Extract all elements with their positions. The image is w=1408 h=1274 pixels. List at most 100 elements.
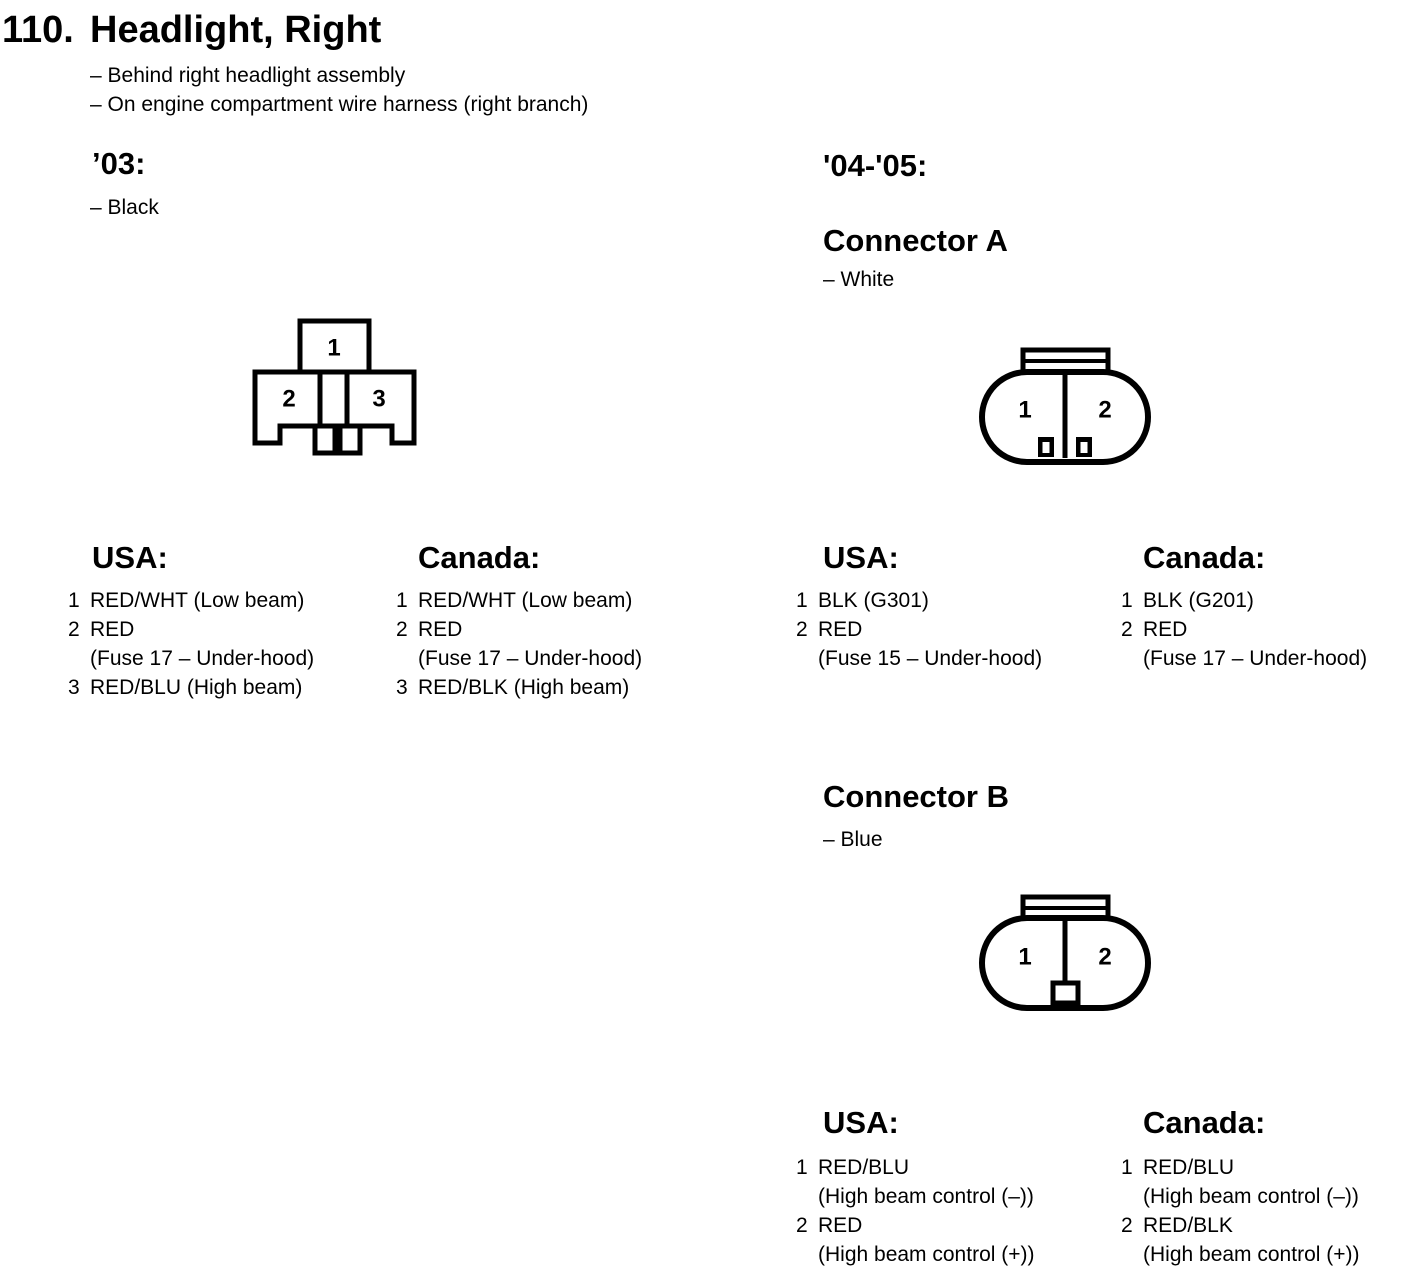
pin-wire: RED/BLK (High beam): [418, 676, 630, 699]
pin-wire: RED: [90, 618, 135, 641]
connector-a-color-note: – White: [823, 268, 895, 291]
pin-row: 1 RED/WHT (Low beam): [396, 586, 642, 615]
pin1-cavity: [297, 318, 372, 375]
pin-number: 2: [68, 618, 80, 641]
pin-wire: BLK (G201): [1143, 589, 1254, 612]
connector-b-diagram: 1 2: [979, 894, 1151, 1011]
pin-label-2: 2: [1098, 397, 1111, 424]
pin-row: (High beam control (+)): [796, 1240, 1035, 1269]
pin-row: 3 RED/BLK (High beam): [396, 673, 642, 702]
pin-row: (High beam control (+)): [1121, 1240, 1360, 1269]
pin-number: 1: [396, 589, 408, 612]
pin-row: (High beam control (–)): [1121, 1182, 1360, 1211]
pin-number: 1: [1121, 1156, 1133, 1179]
connector-body: [252, 369, 417, 456]
pin-wire: (High beam control (+)): [818, 1243, 1035, 1266]
pin-wire: RED/WHT (Low beam): [90, 589, 305, 612]
pin-row: 1 BLK (G201): [1121, 586, 1367, 615]
pin-label-3: 3: [372, 386, 385, 413]
location-note: – Behind right headlight assembly: [90, 64, 406, 87]
pin-wire: RED/WHT (Low beam): [418, 589, 633, 612]
pin-row: 3 RED/BLU (High beam): [68, 673, 314, 702]
left-prong-slot: [320, 429, 330, 449]
connector-b-heading: Connector B: [823, 779, 1009, 814]
connector-b-color-note: – Blue: [823, 828, 883, 851]
pin-wire: RED/BLU: [818, 1156, 910, 1179]
pin-number: 1: [1121, 589, 1133, 612]
location-note: – On engine compartment wire harness (ri…: [90, 93, 589, 116]
item-number: 110.: [2, 9, 74, 51]
pin-wire: RED: [418, 618, 463, 641]
pin-number: 2: [796, 1214, 808, 1237]
canada-heading-03: Canada:: [418, 540, 541, 575]
section-0405-heading: '04-'05:: [823, 148, 928, 183]
pin-number: 2: [396, 618, 408, 641]
pin-row: (High beam control (–)): [796, 1182, 1035, 1211]
pin-number: 1: [68, 589, 80, 612]
pin-number: 2: [1121, 1214, 1133, 1237]
pin-row: (Fuse 17 – Under-hood): [68, 644, 314, 673]
usa-heading-connector-b: USA:: [823, 1105, 899, 1140]
three-pin-connector-diagram: 1 2 3: [252, 318, 417, 456]
usa-pin-list-03: 1 RED/WHT (Low beam) 2 RED (Fuse 17 – Unde…: [68, 586, 314, 702]
canada-heading-connector-b: Canada:: [1143, 1105, 1266, 1140]
pin-label-2: 2: [1098, 944, 1111, 971]
pin-row: 2 RED: [796, 1211, 1035, 1240]
pin-wire: (Fuse 17 – Under-hood): [418, 647, 643, 670]
pin-number: [396, 644, 418, 673]
pin-wire: (High beam control (–)): [818, 1185, 1034, 1208]
pin-wire: (Fuse 17 – Under-hood): [1143, 647, 1368, 670]
pin-row: 1 RED/BLU: [1121, 1153, 1360, 1182]
pin-row: (Fuse 17 – Under-hood): [396, 644, 642, 673]
pin-wire: RED: [1143, 618, 1188, 641]
right-keyway-slot: [1080, 442, 1088, 453]
pin-wire: RED/BLU (High beam): [90, 676, 303, 699]
pin-number: 1: [796, 589, 808, 612]
pin-row: 2 RED: [68, 615, 314, 644]
pin-wire: RED: [818, 1214, 863, 1237]
pin-row: (Fuse 17 – Under-hood): [1121, 644, 1367, 673]
pin-label-1: 1: [1018, 397, 1031, 424]
pin-number: [796, 1240, 818, 1269]
pin-wire: RED: [818, 618, 863, 641]
pin-wire: (High beam control (–)): [1143, 1185, 1359, 1208]
connector-a-heading: Connector A: [823, 223, 1008, 258]
pin-number: 3: [396, 676, 408, 699]
page-title: Headlight, Right: [90, 9, 382, 51]
pin-label-2: 2: [282, 386, 295, 413]
pin-row: 1 BLK (G301): [796, 586, 1042, 615]
pin-wire: RED/BLK: [1143, 1214, 1233, 1237]
canada-pin-list-03: 1 RED/WHT (Low beam) 2 RED (Fuse 17 – Unde…: [396, 586, 642, 702]
pin-wire: RED/BLU: [1143, 1156, 1235, 1179]
pin-number: [1121, 1182, 1143, 1211]
pin-label-1: 1: [1018, 944, 1031, 971]
pin-number: [1121, 644, 1143, 673]
pin-wire: (High beam control (+)): [1143, 1243, 1360, 1266]
section-03-heading: ’03:: [92, 146, 146, 181]
pin-number: [796, 1182, 818, 1211]
pin-number: [1121, 1240, 1143, 1269]
usa-heading-03: USA:: [92, 540, 168, 575]
right-prong-slot: [345, 429, 355, 449]
pin-row: 2 RED: [396, 615, 642, 644]
pin-number: [796, 644, 818, 673]
pin-number: 2: [796, 618, 808, 641]
left-keyway-slot: [1042, 442, 1050, 453]
pin-label-1: 1: [327, 335, 340, 362]
bottom-keyway: [1050, 980, 1081, 1006]
canada-pin-list-connector-b: 1 RED/BLU (High beam control (–)) 2 RED/BL…: [1121, 1153, 1360, 1269]
pin-row: 1 RED/WHT (Low beam): [68, 586, 314, 615]
usa-heading-connector-a: USA:: [823, 540, 899, 575]
pin-wire: BLK (G301): [818, 589, 929, 612]
section-03-color-note: – Black: [90, 196, 159, 219]
location-notes: – Behind right headlight assembly – On e…: [90, 61, 588, 119]
pin-row: 2 RED: [796, 615, 1042, 644]
pin-number: 3: [68, 676, 80, 699]
connector-a-diagram: 1 2: [979, 347, 1151, 465]
